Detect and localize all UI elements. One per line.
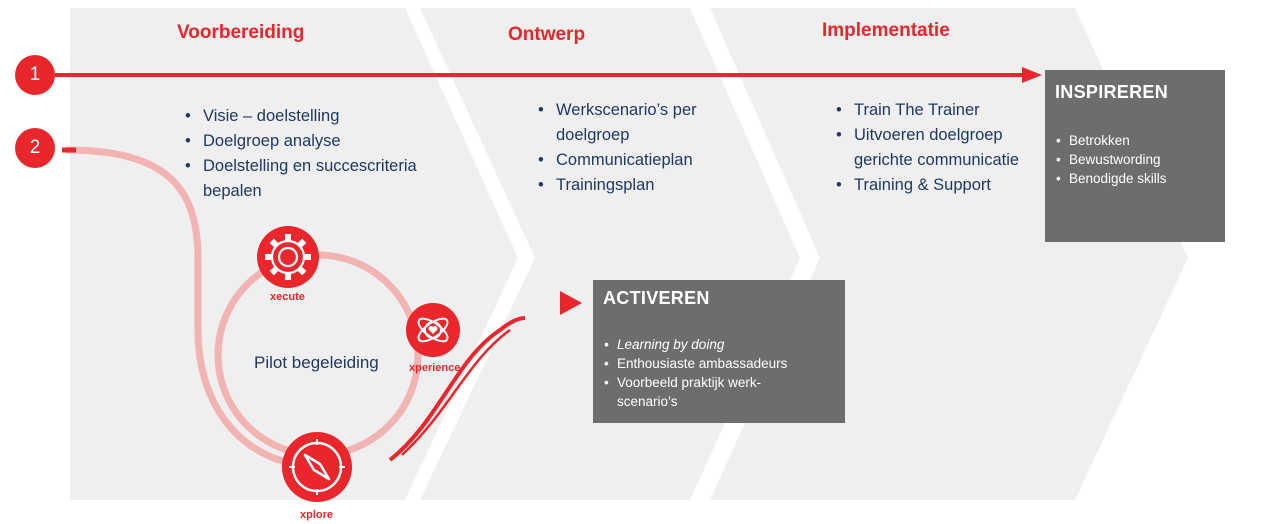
list-item: Voorbeeld praktijk werk-scenario’s [603,373,797,411]
atom-heart-icon [406,303,460,357]
list-item: Learning by doing [603,335,838,354]
list-item: Uitvoeren doelgroep gerichte communicati… [834,123,1034,173]
phase-title-implementatie: Implementatie [822,20,950,41]
inspireren-title: INSPIREREN [1055,82,1169,102]
ontwerp-list: Werkscenario’s per doelgroep Communicati… [536,98,746,198]
path-2-marker: 2 [15,128,55,168]
gear-icon [257,226,319,288]
activeren-list: Learning by doing Enthousiaste ambassade… [603,335,838,411]
list-item: Betrokken [1055,131,1220,150]
pilot-label: Pilot begeleiding [254,353,379,372]
list-item: Enthousiaste ambassadeurs [603,354,838,373]
activeren-content: ACTIVEREN Learning by doing Enthousiaste… [603,288,838,411]
activeren-arrow-icon [560,291,582,315]
phase-title-ontwerp: Ontwerp [508,24,586,45]
activeren-title: ACTIVEREN [603,288,710,308]
xplore-label: xplore [300,509,334,521]
inspireren-content: INSPIREREN Betrokken Bewustwording Benod… [1055,82,1220,188]
path-1-arrowhead [1022,67,1042,83]
list-item: Bewustwording [1055,150,1220,169]
list-item: Doelstelling en succescriteria bepalen [183,154,453,204]
xecute-label: xecute [270,291,305,303]
voorbereiding-list: Visie – doelstelling Doelgroep analyse D… [183,104,473,204]
list-item: Communicatieplan [536,148,746,173]
path-1-marker: 1 [15,55,55,95]
list-item: Benodigde skills [1055,169,1220,188]
compass-icon [282,432,352,502]
list-item: Training & Support [834,173,1034,198]
list-item: Trainingsplan [536,173,746,198]
list-item: Visie – doelstelling [183,104,473,129]
xperience-label: xperience [409,362,461,374]
path-2-swoosh [388,316,526,462]
phase-title-voorbereiding: Voorbereiding [177,22,305,43]
path-2-swoosh-b [401,328,511,456]
implementatie-list: Train The Trainer Uitvoeren doelgroep ge… [834,98,1034,198]
list-item: Doelgroep analyse [183,129,473,154]
inspireren-list: Betrokken Bewustwording Benodigde skills [1055,131,1220,188]
list-item: Werkscenario’s per doelgroep [536,98,706,148]
list-item: Train The Trainer [834,98,1034,123]
